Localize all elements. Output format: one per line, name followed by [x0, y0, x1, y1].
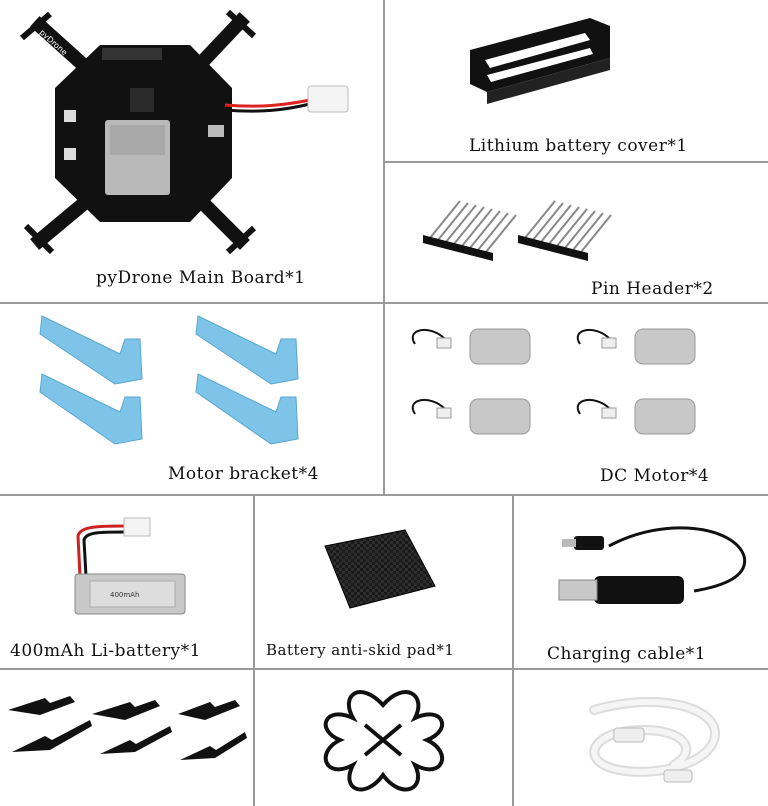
label-main-board: pyDrone Main Board*1 [96, 268, 306, 288]
divider-v1 [383, 0, 385, 496]
item-propellers [0, 670, 253, 806]
usb-cable-image [589, 697, 721, 783]
divider-v3 [512, 494, 514, 806]
divider-h1 [384, 161, 768, 163]
item-li-battery: 400mAh 400mAh Li-battery*1 [0, 496, 253, 668]
label-dc-motor: DC Motor*4 [600, 466, 710, 486]
pin-header-image [423, 200, 612, 261]
item-main-board: pyDrone pyDrone Main Board*1 [0, 0, 383, 302]
propellers-image [8, 696, 247, 760]
li-battery-image: 400mAh [74, 517, 186, 615]
prop-guard-image [323, 690, 445, 792]
battery-cover-image [470, 18, 610, 104]
item-charging-cable: Charging cable*1 [514, 496, 768, 668]
item-anti-skid-pad: Battery anti-skid pad*1 [255, 496, 512, 668]
main-board-image: pyDrone [20, 9, 349, 255]
label-anti-skid-pad: Battery anti-skid pad*1 [266, 641, 455, 659]
item-dc-motor: DC Motor*4 [385, 304, 768, 494]
item-pin-header: Pin Header*2 [385, 163, 768, 302]
item-motor-bracket: Motor bracket*4 [0, 304, 383, 494]
battery-printed-capacity: 400mAh [110, 591, 139, 599]
label-charging-cable: Charging cable*1 [547, 644, 707, 664]
label-pin-header: Pin Header*2 [591, 279, 714, 299]
label-battery-cover: Lithium battery cover*1 [469, 136, 688, 156]
divider-h4 [0, 668, 768, 670]
item-usb-cable [514, 670, 768, 806]
dc-motor-image [411, 328, 696, 435]
divider-v2 [253, 494, 255, 806]
charging-cable-image [558, 526, 747, 604]
item-prop-guard [255, 670, 512, 806]
label-li-battery: 400mAh Li-battery*1 [10, 641, 201, 661]
item-battery-cover: Lithium battery cover*1 [385, 0, 768, 161]
anti-skid-pad-image [324, 529, 436, 609]
motor-bracket-image [39, 315, 299, 445]
label-motor-bracket: Motor bracket*4 [168, 464, 319, 484]
